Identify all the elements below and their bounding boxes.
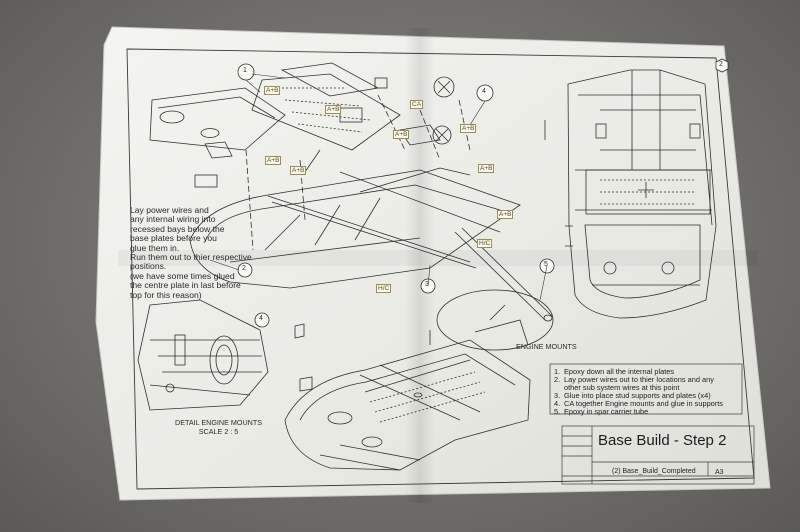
tag-ab-5: A+B <box>290 166 307 175</box>
tag-hc-2: H/C <box>376 284 392 293</box>
tag-ab-6: A+B <box>460 124 477 133</box>
top-view <box>565 69 717 319</box>
callout-5: 5 <box>544 261 548 268</box>
tag-ab-4: A+B <box>265 156 282 165</box>
tag-ab-7: A+B <box>478 164 495 173</box>
callout-4-top: 4 <box>482 88 486 95</box>
tag-hc-1: H/C <box>477 239 493 248</box>
drawing-title: Base Build - Step 2 <box>598 432 727 449</box>
sheet-size: A3 <box>715 469 724 476</box>
instruction-box <box>549 363 743 415</box>
detail-engine-mounts-label: DETAIL ENGINE MOUNTS SCALE 2 : 5 <box>175 418 263 436</box>
tag-ab-8: A+B <box>497 210 514 219</box>
instruction-2-cont: other sub system wires at this point <box>564 382 680 392</box>
tag-ca: CA <box>410 100 424 109</box>
exploded-assembly <box>149 62 553 322</box>
instruction-3: 3.Glue into place stud supports and plat… <box>554 390 711 400</box>
callout-2-hex: 2 <box>719 61 723 68</box>
callout-3: 3 <box>425 281 429 288</box>
tag-ab-1: A+B <box>264 86 281 95</box>
engine-mounts-label: ENGINE MOUNTS <box>516 342 577 351</box>
instruction-4: 4.CA together Engine mounts and glue in … <box>554 398 724 408</box>
callout-1: 1 <box>243 67 247 74</box>
instruction-1: 1.Epoxy down all the internal plates <box>554 367 675 376</box>
detail-view <box>137 299 313 411</box>
instruction-list: 1.Epoxy down all the internal plates 2.L… <box>554 368 723 415</box>
tag-ab-3: A+B <box>393 130 410 139</box>
instruction-2: 2.Lay power wires out to thier locations… <box>554 374 714 384</box>
drawing-name: (2) Base_Build_Completed <box>612 468 696 475</box>
callout-4-detail: 4 <box>259 315 263 322</box>
title-block <box>561 425 755 485</box>
instruction-5: 5.Epoxy in spar carrier tube <box>554 406 649 416</box>
callout-2: 2 <box>242 265 246 272</box>
tag-ab-2: A+B <box>325 105 342 114</box>
wiring-note: Lay power wires and any internal wiring … <box>130 205 252 300</box>
completed-base <box>284 289 554 471</box>
